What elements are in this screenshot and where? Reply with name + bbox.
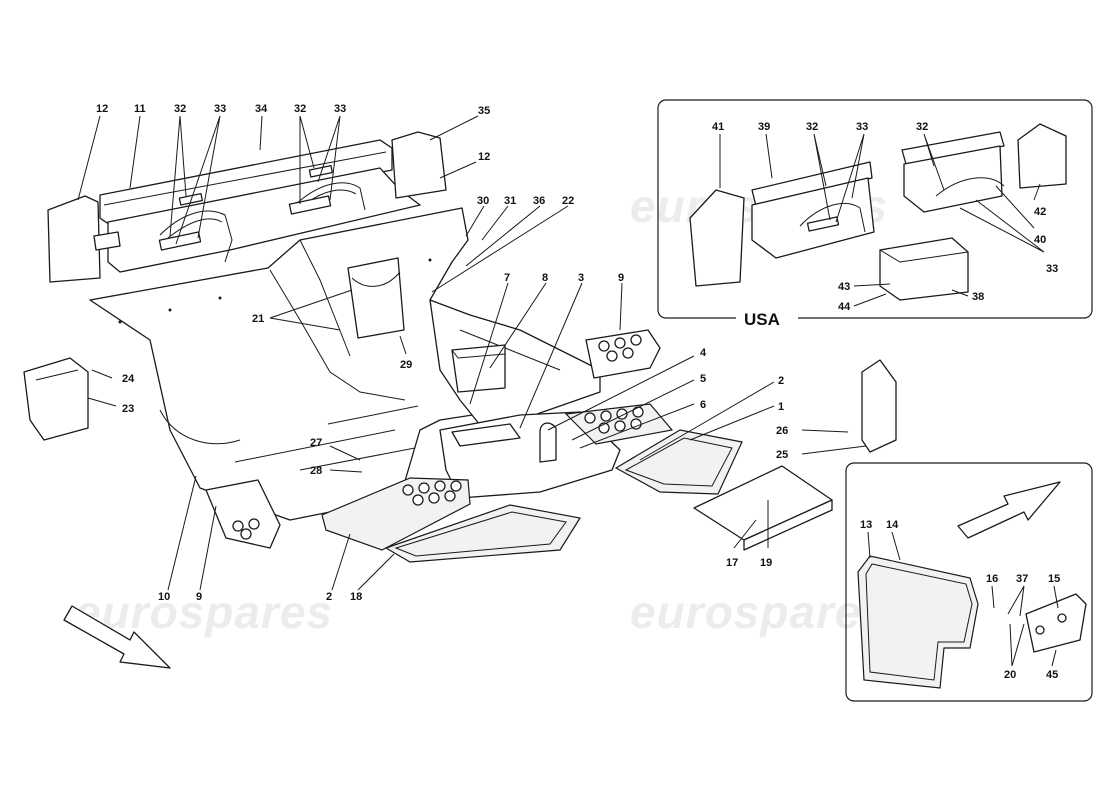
small-tray-8 [451, 344, 506, 393]
callout-label: 32 [916, 121, 928, 133]
callout-label: 9 [196, 591, 202, 603]
callout-label: 29 [400, 359, 412, 371]
callout-label: 6 [700, 399, 706, 411]
callout-label: 33 [214, 103, 226, 115]
usa-storage-box-38 [879, 237, 969, 301]
callout-label: 12 [478, 151, 490, 163]
floor-mat-18 [384, 504, 581, 563]
center-tunnel-carpet [429, 299, 601, 426]
callout-label: 9 [618, 272, 624, 284]
footrest-17 [693, 465, 833, 551]
callout-label: 5 [700, 373, 706, 385]
callout-label: 27 [310, 437, 322, 449]
heel-pad-9-top [585, 329, 661, 379]
storage-pocket-21 [347, 257, 405, 339]
callout-label: 19 [760, 557, 772, 569]
callout-label: 8 [542, 272, 548, 284]
callout-label: 44 [838, 301, 851, 313]
callout-label: 39 [758, 121, 770, 133]
callout-label: 38 [972, 291, 984, 303]
callout-label: 16 [986, 573, 998, 585]
callout-label: 21 [252, 313, 264, 325]
callout-label: 33 [1046, 263, 1058, 275]
callout-label: 32 [806, 121, 818, 133]
callout-label: 32 [174, 103, 186, 115]
callout-label: 35 [478, 105, 490, 117]
callout-label: 36 [533, 195, 545, 207]
callout-label: 40 [1034, 234, 1046, 246]
usa-left-trim [689, 189, 745, 287]
callout-label: 15 [1048, 573, 1060, 585]
callout-label: 3 [578, 272, 584, 284]
direction-arrow-left [63, 605, 171, 669]
callout-label: 24 [122, 373, 135, 385]
callout-label: 25 [776, 449, 788, 461]
callout-label: 2 [326, 591, 332, 603]
callout-label: 33 [856, 121, 868, 133]
callout-label: 28 [310, 465, 322, 477]
usa-caption: USA [744, 310, 780, 329]
callout-label: 1 [778, 401, 784, 413]
callout-labels: 12 11 32 33 34 32 33 35 12 30 31 36 22 2… [96, 103, 1060, 681]
floor-mat-2 [321, 477, 471, 551]
callout-label: 30 [477, 195, 489, 207]
side-trim-right [391, 131, 447, 199]
callout-label: 11 [134, 103, 146, 115]
callout-label: 32 [294, 103, 306, 115]
callout-label: 37 [1016, 573, 1028, 585]
detail-inset-frame [845, 462, 1093, 702]
watermark-text: eurospares [75, 586, 333, 638]
callout-label: 14 [886, 519, 899, 531]
watermark-text: eurospares [630, 586, 888, 638]
usa-inset-frame [657, 99, 1093, 319]
callout-label: 10 [158, 591, 170, 603]
callout-label: 22 [562, 195, 574, 207]
callout-label: 41 [712, 121, 724, 133]
callout-label: 20 [1004, 669, 1016, 681]
direction-arrow-right [957, 481, 1061, 539]
callout-label: 42 [1034, 206, 1046, 218]
usa-rail-right [901, 131, 1005, 213]
usa-side-trim-42 [1017, 123, 1067, 189]
callout-label: 26 [776, 425, 788, 437]
callout-label: 45 [1046, 669, 1058, 681]
pedal-pad-6 [564, 403, 674, 445]
callout-label: 17 [726, 557, 738, 569]
detail-floor-mat [857, 555, 979, 689]
callout-label: 18 [350, 591, 362, 603]
callout-label: 7 [504, 272, 510, 284]
callout-label: 13 [860, 519, 872, 531]
detail-bracket-15 [1025, 593, 1087, 653]
leader-lines [77, 115, 1059, 667]
trim-25 [861, 359, 897, 453]
left-trim-23 [23, 357, 89, 441]
left-heel-pad-9 [205, 479, 281, 549]
callout-label: 23 [122, 403, 134, 415]
callout-label: 31 [504, 195, 516, 207]
floor-mat-1 [614, 429, 743, 495]
callout-label: 12 [96, 103, 108, 115]
callout-label: 2 [778, 375, 784, 387]
callout-label: 34 [255, 103, 268, 115]
callout-label: 43 [838, 281, 850, 293]
callout-label: 33 [334, 103, 346, 115]
callout-label: 4 [700, 347, 707, 359]
